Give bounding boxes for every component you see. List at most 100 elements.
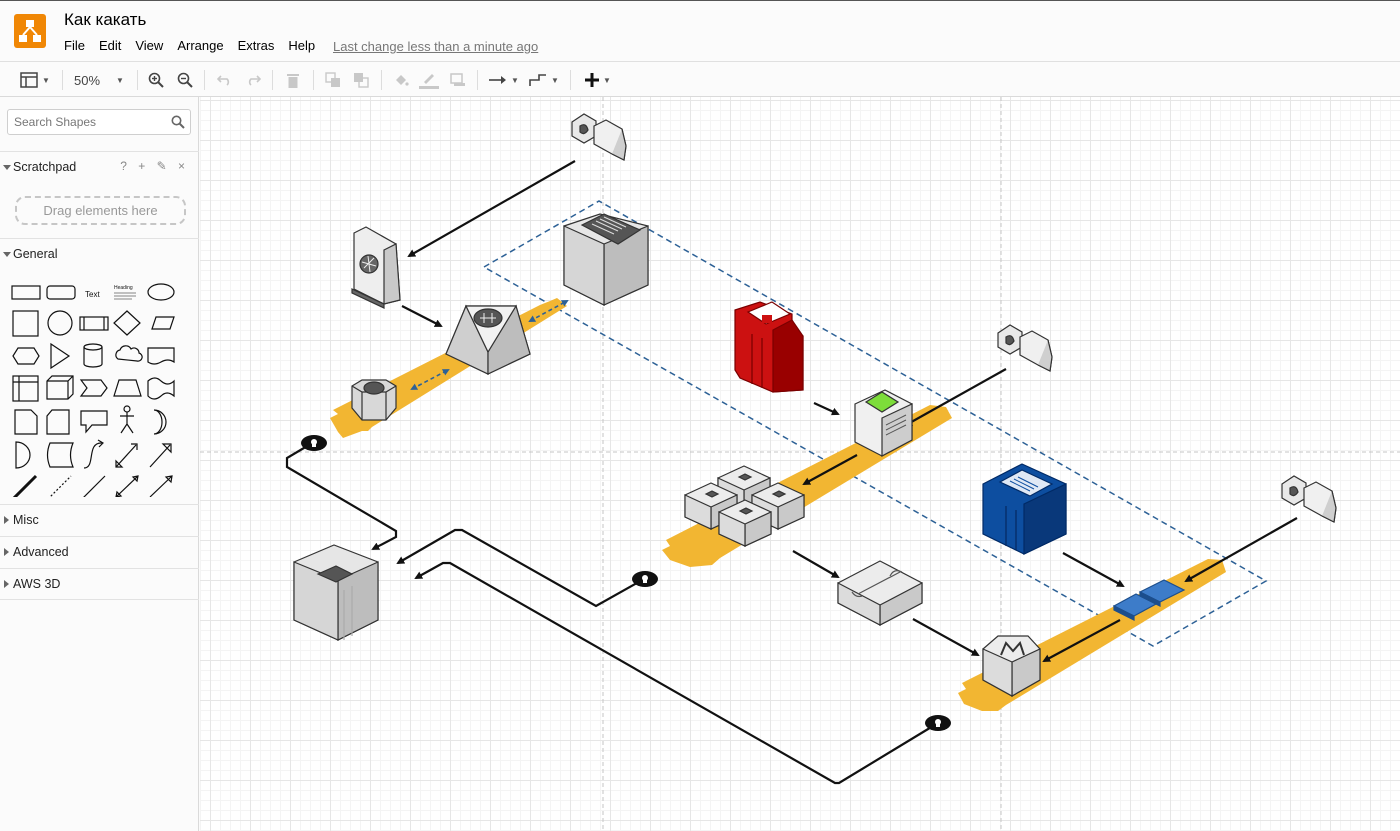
- search-icon[interactable]: [171, 115, 185, 129]
- scratchpad-tools[interactable]: ? + ✎ ×: [120, 159, 189, 173]
- vpc-boundary[interactable]: [482, 200, 1268, 647]
- menu-view[interactable]: View: [135, 38, 164, 53]
- to-back-button[interactable]: [352, 70, 370, 90]
- cache-node-icon[interactable]: [982, 635, 1041, 698]
- diamond-shape[interactable]: [113, 310, 141, 336]
- connector[interactable]: [396, 528, 645, 608]
- waypoints-button[interactable]: ▼: [528, 70, 560, 90]
- shadow-button[interactable]: [449, 70, 467, 90]
- lock-badge[interactable]: [925, 715, 951, 731]
- aws3d-header[interactable]: AWS 3D: [0, 568, 199, 600]
- scratchpad-dropzone[interactable]: Drag elements here: [15, 196, 186, 225]
- blue-server-icon[interactable]: [982, 463, 1067, 555]
- connection-style-button[interactable]: ▼: [488, 70, 520, 90]
- cylinder-shape[interactable]: [83, 347, 103, 368]
- connector[interactable]: [813, 402, 840, 416]
- document-shape[interactable]: [147, 347, 175, 365]
- actor-shape[interactable]: [120, 412, 134, 434]
- search-shapes-input[interactable]: [8, 110, 158, 134]
- connector[interactable]: [401, 305, 443, 327]
- connector[interactable]: [414, 561, 939, 785]
- bidirectional-connector-shape[interactable]: [115, 475, 139, 497]
- thick-line-shape[interactable]: [12, 474, 38, 497]
- connector[interactable]: [912, 618, 980, 656]
- text-shape[interactable]: Text: [85, 290, 100, 299]
- parallelogram-shape[interactable]: [151, 316, 175, 330]
- zoom-select[interactable]: 50% ▼: [74, 72, 124, 88]
- storage-gateway-icon[interactable]: [293, 544, 379, 641]
- data-storage-shape[interactable]: [46, 442, 74, 468]
- drawio-logo[interactable]: [14, 14, 46, 48]
- step-shape[interactable]: [79, 379, 108, 397]
- directional-connector-shape[interactable]: [149, 475, 173, 497]
- callout-shape[interactable]: [80, 410, 108, 434]
- large-server-icon[interactable]: [563, 213, 649, 306]
- fill-color-button[interactable]: [392, 70, 410, 90]
- card-shape[interactable]: [46, 409, 70, 435]
- connector[interactable]: [802, 454, 858, 485]
- users-icon[interactable]: [1281, 475, 1337, 523]
- trapezoid-shape[interactable]: [113, 379, 142, 397]
- app-server-icon[interactable]: [854, 389, 913, 457]
- rounded-rectangle-shape[interactable]: [46, 285, 76, 300]
- connector[interactable]: [1062, 552, 1125, 587]
- document-title[interactable]: Как какать: [64, 10, 147, 29]
- connector[interactable]: [904, 368, 1007, 426]
- menu-file[interactable]: File: [64, 38, 85, 53]
- menu-help[interactable]: Help: [288, 38, 316, 53]
- users-icon[interactable]: [571, 113, 627, 161]
- cube-shape[interactable]: [46, 375, 74, 400]
- undo-button[interactable]: [216, 70, 234, 90]
- connector[interactable]: [407, 160, 576, 257]
- cloud-shape[interactable]: [115, 345, 143, 362]
- lock-badge[interactable]: [301, 435, 327, 451]
- container-shape[interactable]: [12, 375, 39, 402]
- heading-shape[interactable]: Heading: [114, 285, 133, 291]
- hexagon-shape[interactable]: [12, 347, 40, 365]
- note-shape[interactable]: [14, 409, 38, 435]
- load-balancer-icon[interactable]: [445, 304, 531, 375]
- s3-bucket-icon[interactable]: [351, 379, 397, 421]
- delete-button[interactable]: [285, 70, 301, 90]
- menu-arrange[interactable]: Arrange: [177, 38, 224, 53]
- insert-button[interactable]: ▼: [582, 70, 614, 90]
- connector[interactable]: [285, 441, 398, 550]
- tape-shape[interactable]: [147, 377, 175, 400]
- scratchpad-header[interactable]: Scratchpad ? + ✎ ×: [0, 151, 199, 183]
- redo-button[interactable]: [244, 70, 262, 90]
- misc-header[interactable]: Misc: [0, 504, 199, 536]
- general-header[interactable]: General: [0, 238, 199, 270]
- elastic-ip-icon[interactable]: [1112, 579, 1186, 621]
- ellipse-shape[interactable]: [147, 283, 175, 301]
- dashed-line-shape[interactable]: [48, 475, 72, 497]
- menu-extras[interactable]: Extras: [237, 38, 275, 53]
- circle-shape[interactable]: [47, 310, 73, 336]
- users-icon[interactable]: [997, 324, 1053, 372]
- rectangle-shape[interactable]: [11, 285, 41, 300]
- dns-tower-icon[interactable]: [351, 226, 401, 309]
- bidirectional-arrow-shape[interactable]: [115, 443, 138, 468]
- triangle-shape[interactable]: [50, 342, 71, 370]
- line-shape[interactable]: [82, 475, 106, 497]
- menu-edit[interactable]: Edit: [98, 38, 122, 53]
- to-front-button[interactable]: [324, 70, 342, 90]
- connector[interactable]: [1042, 619, 1121, 662]
- zoom-in-button[interactable]: [147, 70, 165, 90]
- connector[interactable]: [792, 550, 840, 579]
- general-shapes-palette[interactable]: Text Heading: [6, 277, 192, 497]
- format-panel-button[interactable]: ▼: [18, 70, 52, 90]
- red-database-icon[interactable]: [734, 301, 804, 393]
- last-change-link[interactable]: Last change less than a minute ago: [333, 39, 539, 54]
- square-shape[interactable]: [12, 310, 39, 337]
- lock-badge[interactable]: [632, 571, 658, 587]
- curve-shape[interactable]: [83, 442, 103, 469]
- diagram-canvas[interactable]: [200, 97, 1400, 831]
- delay-shape[interactable]: [15, 441, 31, 469]
- arrow-shape[interactable]: [149, 443, 172, 468]
- dashed-link[interactable]: [528, 300, 569, 322]
- connector[interactable]: [1184, 517, 1298, 582]
- process-shape[interactable]: [79, 316, 109, 331]
- advanced-header[interactable]: Advanced: [0, 536, 199, 568]
- zoom-out-button[interactable]: [176, 70, 194, 90]
- or-shape[interactable]: [153, 409, 167, 435]
